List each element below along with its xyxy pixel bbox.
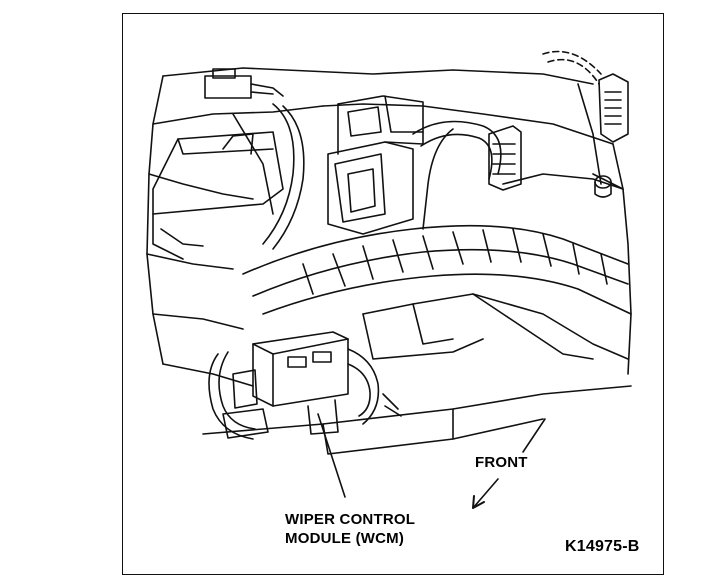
left-module-box — [152, 131, 284, 260]
figure-id: K14975-B — [565, 538, 640, 555]
front-label: FRONT — [475, 454, 528, 471]
vent-box — [327, 95, 424, 235]
front-arrow — [472, 418, 546, 509]
top-connector — [204, 68, 284, 99]
wcm-label-line2: MODULE (WCM) — [285, 530, 405, 547]
wcm-label-line1: WIPER CONTROL — [285, 511, 416, 528]
wcm-leader-line — [317, 413, 346, 498]
wcm-label: WIPER CONTROL MODULE (WCM) — [285, 510, 415, 548]
lower-duct — [202, 293, 632, 455]
wiper-module-illustration — [146, 50, 632, 509]
right-connectors — [488, 50, 629, 198]
wiper-control-module — [208, 331, 402, 440]
figure-frame: FRONT WIPER CONTROL MODULE (WCM) K14975-… — [122, 13, 664, 575]
wiring-harness — [242, 103, 632, 315]
